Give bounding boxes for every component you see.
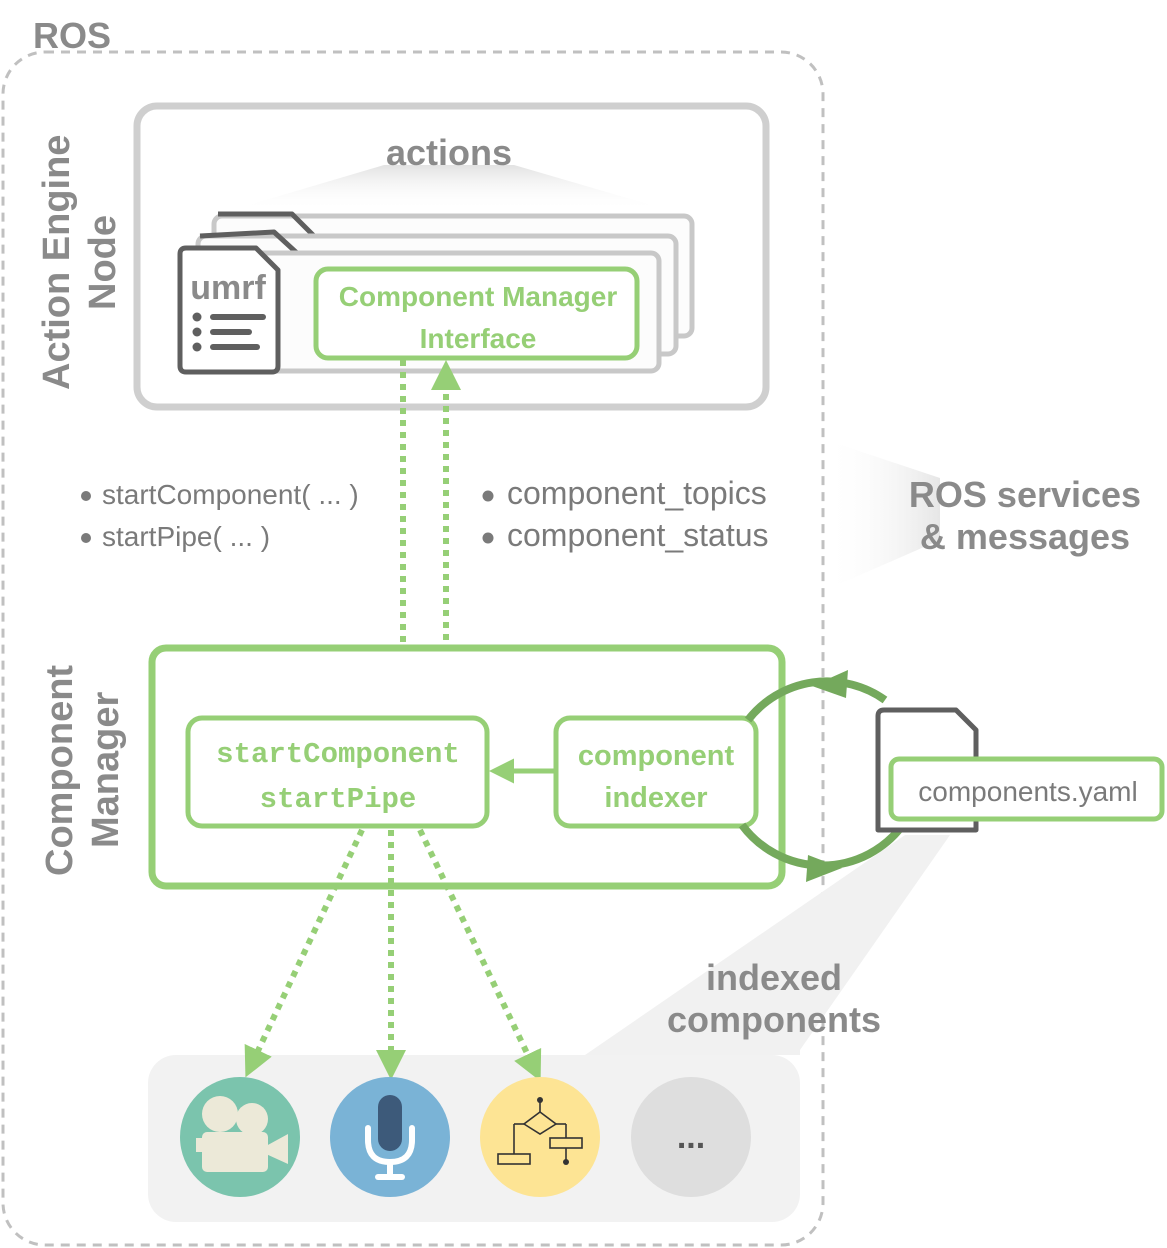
- components-panel: [148, 1055, 800, 1222]
- feedback-item-status: component_status: [507, 517, 769, 553]
- yaml-document: components.yaml: [875, 707, 1165, 833]
- umrf-label: umrf: [190, 269, 266, 307]
- component-manager-node: Component Manager startComponent startPi…: [39, 644, 786, 890]
- ellipsis-label: ...: [677, 1118, 705, 1156]
- action-engine-label-line2: Node: [82, 215, 124, 310]
- microphone-icon: [330, 1077, 450, 1197]
- dispatch-arrow-flowchart: [417, 828, 542, 1082]
- dispatch-arrow-camera: [244, 828, 365, 1078]
- ros-label: ROS: [33, 15, 111, 56]
- call-item-start-component: startComponent( ... ): [102, 479, 359, 510]
- ros-services-line2: & messages: [920, 516, 1130, 557]
- cmi-line2: Interface: [420, 323, 537, 354]
- start-pipe-label: startPipe: [260, 783, 417, 816]
- component-manager-interface-box: Component Manager Interface: [313, 266, 640, 361]
- start-component-label: startComponent: [216, 738, 460, 771]
- feedback-item-topics: component_topics: [507, 475, 767, 511]
- actions-fan: [232, 165, 668, 210]
- call-item-start-pipe: startPipe( ... ): [102, 521, 270, 552]
- flowchart-icon: [480, 1077, 600, 1197]
- start-component-box: startComponent startPipe: [185, 715, 490, 829]
- action-engine-node: Action Engine Node actions umrf: [36, 102, 770, 411]
- action-engine-label-line1: Action Engine: [36, 135, 78, 390]
- yaml-filename: components.yaml: [918, 776, 1137, 807]
- indexing-cycle-arrows: [738, 670, 906, 882]
- indexed-line1: indexed: [706, 957, 842, 998]
- indexed-components-fan: [585, 835, 950, 1055]
- indexed-line2: components: [667, 999, 881, 1040]
- cmi-line1: Component Manager: [339, 281, 618, 312]
- component-manager-label-line2: Manager: [85, 692, 127, 848]
- umrf-document-icon: umrf: [177, 245, 281, 375]
- indexer-line2: indexer: [604, 782, 707, 814]
- component-indexer-box: component indexer: [553, 715, 759, 829]
- ros-services-line1: ROS services: [909, 474, 1141, 515]
- ellipsis-icon: ...: [631, 1077, 751, 1197]
- component-manager-label-line1: Component: [39, 665, 81, 876]
- indexer-line1: component: [578, 740, 735, 772]
- feedback-list: component_topics component_status: [482, 475, 769, 553]
- call-list: startComponent( ... ) startPipe( ... ): [81, 479, 359, 552]
- video-camera-icon: [180, 1077, 300, 1197]
- actions-label: actions: [386, 132, 512, 173]
- ros-services-fan: [826, 440, 940, 590]
- ros-container: ROS: [1, 15, 825, 1247]
